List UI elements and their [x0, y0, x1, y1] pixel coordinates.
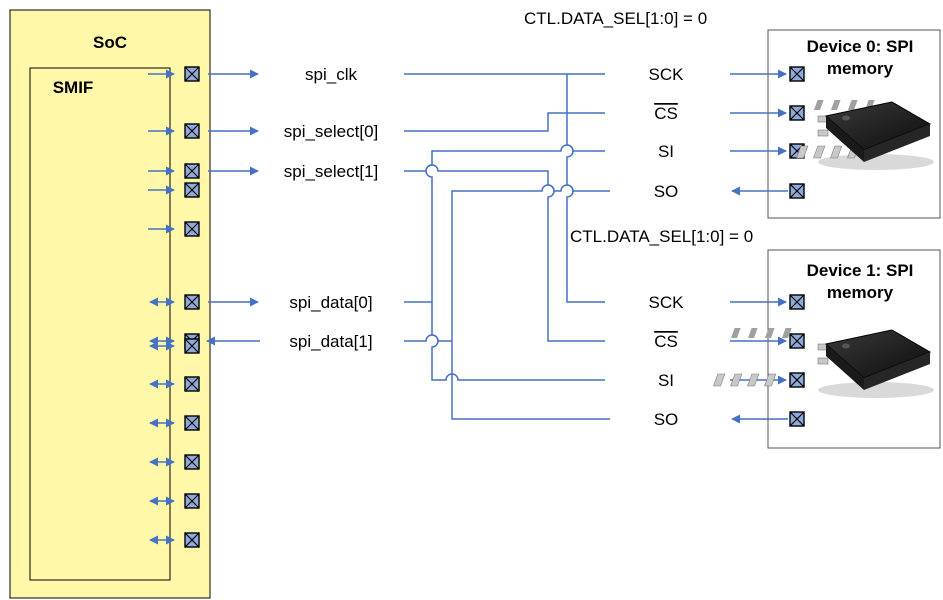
- signal-labels: spi_clk spi_select[0] spi_select[1] spi_…: [284, 65, 379, 351]
- device-1-title-line2: memory: [827, 283, 894, 302]
- soc-pin-3-box: [185, 183, 199, 197]
- net-spi-select0: [404, 113, 605, 131]
- device-0-pin-sck: SCK: [649, 65, 685, 84]
- soc-pin-4-box: [185, 222, 199, 236]
- device-0-chip-pin-side-1: [818, 130, 828, 136]
- soc-pin-11-box: [185, 494, 199, 508]
- device-0-pin-box-1: [790, 106, 804, 120]
- device-1: CTL.DATA_SEL[1:0] = 0 Device 1: SPI memo…: [570, 227, 940, 448]
- signal-spi-select-1: spi_select[1]: [284, 162, 379, 181]
- soc-pin-10-box: [185, 455, 199, 469]
- soc-pin-5-box: [185, 295, 199, 309]
- device-1-chip-dot: [842, 344, 850, 349]
- soc-pin-1-box: [185, 124, 199, 138]
- soc-pin-9-box: [185, 416, 199, 430]
- device-1-pin-box-1: [790, 334, 804, 348]
- device-0-ctl-label: CTL.DATA_SEL[1:0] = 0: [524, 9, 707, 28]
- device-0-pin-so: SO: [654, 182, 679, 201]
- device-0-title-line1: Device 0: SPI: [807, 37, 914, 56]
- device-0-pin-si: SI: [658, 142, 674, 161]
- device-0-pin-box-3: [790, 184, 804, 198]
- device-1-pin-box-0: [790, 295, 804, 309]
- soc-pin-8-box: [185, 377, 199, 391]
- device-0-title-line2: memory: [827, 59, 894, 78]
- net-spi-data1-up: [452, 185, 610, 341]
- net-spi-data0-up: [426, 145, 605, 302]
- soc-block: SoC SMIF: [10, 10, 210, 598]
- device-1-chip-pin-top-1: [748, 328, 758, 338]
- device-0-pin-cs: CS: [654, 104, 678, 123]
- wiring: [207, 74, 610, 419]
- device-1-chip-pin-bottom-0: [714, 374, 725, 386]
- device-1-title-line1: Device 1: SPI: [807, 261, 914, 280]
- device-1-chip-pin-top-0: [731, 328, 741, 338]
- device-1-pin-box-3: [790, 412, 804, 426]
- device-0-pin-box-0: [790, 67, 804, 81]
- soc-pin-12-box: [185, 533, 199, 547]
- device-1-pin-box-2: [790, 373, 804, 387]
- soc-pin-7-box: [185, 339, 199, 353]
- device-0-chip-dot: [842, 116, 850, 121]
- device-1-pin-so: SO: [654, 410, 679, 429]
- signal-spi-data-1: spi_data[1]: [289, 332, 372, 351]
- signal-spi-clk: spi_clk: [305, 65, 357, 84]
- device-1-pin-si: SI: [658, 371, 674, 390]
- signal-spi-data-0: spi_data[0]: [289, 293, 372, 312]
- smif-title: SMIF: [53, 78, 94, 97]
- device-1-ctl-label: CTL.DATA_SEL[1:0] = 0: [570, 227, 753, 246]
- signal-spi-select-0: spi_select[0]: [284, 122, 379, 141]
- device-1-chip-pin-side-1: [818, 358, 828, 364]
- smif-box: [30, 68, 170, 580]
- device-1-pin-cs: CS: [654, 332, 678, 351]
- net-spi-data1: [404, 335, 452, 341]
- device-1-pin-sck: SCK: [649, 293, 685, 312]
- soc-pin-2-box: [185, 164, 199, 178]
- soc-pin-0-box: [185, 67, 199, 81]
- soc-title: SoC: [93, 33, 127, 52]
